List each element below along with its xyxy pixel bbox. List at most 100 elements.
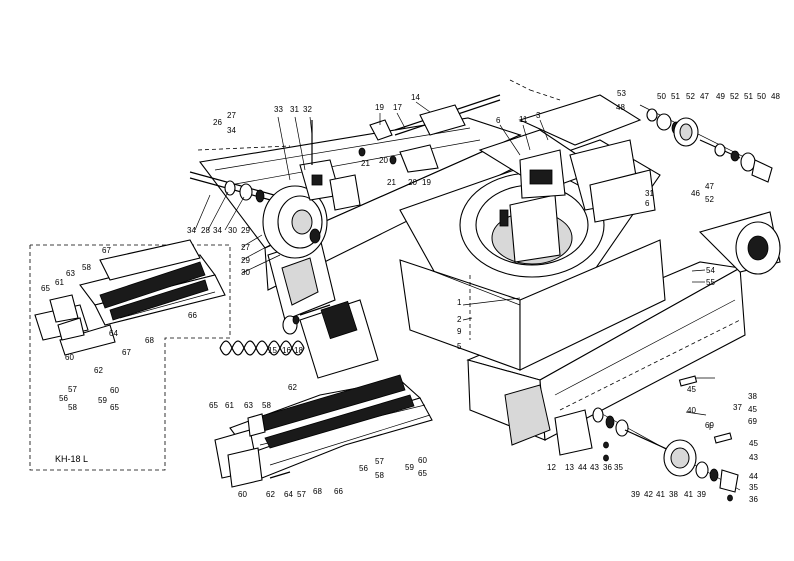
svg-text:18: 18 (294, 346, 303, 355)
svg-text:47: 47 (700, 92, 709, 101)
svg-text:57: 57 (68, 385, 77, 394)
svg-text:11: 11 (519, 115, 528, 124)
svg-text:47: 47 (705, 182, 714, 191)
svg-text:36: 36 (749, 495, 758, 504)
svg-text:58: 58 (262, 401, 271, 410)
track-kit-inset: KH-18 L (29, 239, 231, 471)
svg-text:64: 64 (109, 329, 118, 338)
svg-text:51: 51 (744, 92, 753, 101)
svg-text:34: 34 (187, 226, 196, 235)
svg-text:20: 20 (379, 156, 388, 165)
svg-text:6: 6 (496, 116, 501, 125)
svg-text:1: 1 (457, 298, 462, 307)
svg-text:67: 67 (102, 246, 111, 255)
svg-text:36: 36 (603, 463, 612, 472)
svg-text:62: 62 (288, 383, 297, 392)
svg-text:29: 29 (241, 256, 250, 265)
svg-text:6: 6 (645, 199, 650, 208)
svg-text:45: 45 (749, 439, 758, 448)
svg-text:41: 41 (684, 490, 693, 499)
svg-text:52: 52 (705, 195, 714, 204)
svg-text:57: 57 (375, 457, 384, 466)
svg-text:17: 17 (393, 103, 402, 112)
svg-text:43: 43 (590, 463, 599, 472)
svg-text:51: 51 (671, 92, 680, 101)
svg-text:61: 61 (225, 401, 234, 410)
svg-text:13: 13 (565, 463, 574, 472)
svg-text:60: 60 (238, 490, 247, 499)
svg-text:44: 44 (749, 472, 758, 481)
svg-text:56: 56 (59, 394, 68, 403)
svg-text:21: 21 (387, 178, 396, 187)
svg-text:65: 65 (110, 403, 119, 412)
svg-text:64: 64 (284, 490, 293, 499)
svg-text:65: 65 (209, 401, 218, 410)
svg-text:55: 55 (706, 278, 715, 287)
svg-text:43: 43 (749, 453, 758, 462)
svg-text:62: 62 (266, 490, 275, 499)
svg-text:41: 41 (656, 490, 665, 499)
svg-text:66: 66 (188, 311, 197, 320)
svg-text:28: 28 (201, 226, 210, 235)
svg-text:2: 2 (457, 315, 462, 324)
svg-text:31: 31 (645, 189, 654, 198)
svg-text:37: 37 (733, 403, 742, 412)
svg-text:58: 58 (375, 471, 384, 480)
idler-assembly (189, 94, 501, 356)
svg-text:65: 65 (418, 469, 427, 478)
svg-text:3: 3 (536, 111, 541, 120)
svg-text:26: 26 (213, 118, 222, 127)
svg-text:45: 45 (687, 385, 696, 394)
svg-text:65: 65 (41, 284, 50, 293)
svg-text:59: 59 (98, 396, 107, 405)
svg-text:50: 50 (757, 92, 766, 101)
svg-text:62: 62 (94, 366, 103, 375)
svg-text:42: 42 (644, 490, 653, 499)
recoil-spring (219, 315, 305, 356)
svg-text:60: 60 (418, 456, 427, 465)
svg-text:69: 69 (748, 417, 757, 426)
svg-text:63: 63 (66, 269, 75, 278)
svg-text:38: 38 (669, 490, 678, 499)
track-chain-inset (49, 261, 209, 341)
svg-text:61: 61 (55, 278, 64, 287)
svg-text:68: 68 (313, 487, 322, 496)
svg-text:21: 21 (361, 159, 370, 168)
svg-text:35: 35 (614, 463, 623, 472)
svg-text:58: 58 (82, 263, 91, 272)
svg-text:30: 30 (228, 226, 237, 235)
part-number-labels: 26 27 34 33 31 32 19 17 14 21 20 21 20 1… (41, 89, 780, 504)
svg-text:68: 68 (145, 336, 154, 345)
final-drive-exploded (639, 104, 773, 183)
svg-text:12: 12 (547, 463, 556, 472)
svg-text:38: 38 (748, 392, 757, 401)
svg-text:66: 66 (334, 487, 343, 496)
svg-text:20: 20 (408, 178, 417, 187)
svg-text:67: 67 (122, 348, 131, 357)
svg-text:48: 48 (616, 103, 625, 112)
lower-roller-assembly (554, 375, 741, 502)
svg-text:45: 45 (748, 405, 757, 414)
svg-text:14: 14 (411, 93, 420, 102)
svg-text:52: 52 (686, 92, 695, 101)
svg-text:46: 46 (691, 189, 700, 198)
svg-text:5: 5 (457, 342, 462, 351)
kit-label: KH-18 L (55, 454, 88, 464)
svg-text:49: 49 (716, 92, 725, 101)
svg-text:27: 27 (227, 111, 236, 120)
svg-text:59: 59 (405, 463, 414, 472)
svg-text:35: 35 (749, 483, 758, 492)
svg-text:19: 19 (422, 178, 431, 187)
svg-text:58: 58 (68, 403, 77, 412)
svg-text:33: 33 (274, 105, 283, 114)
svg-text:27: 27 (241, 243, 250, 252)
svg-text:40: 40 (687, 406, 696, 415)
svg-text:32: 32 (303, 105, 312, 114)
svg-text:16: 16 (282, 346, 291, 355)
svg-text:54: 54 (706, 266, 715, 275)
svg-text:39: 39 (697, 490, 706, 499)
svg-text:15: 15 (268, 346, 277, 355)
svg-text:60: 60 (65, 353, 74, 362)
svg-text:44: 44 (578, 463, 587, 472)
